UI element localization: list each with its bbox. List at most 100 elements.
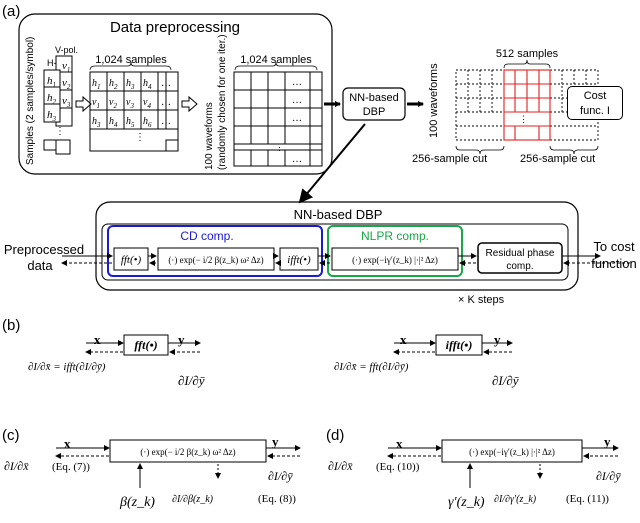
v-pol-label: V-pol. (55, 45, 78, 55)
b-left-y: y (178, 332, 185, 347)
panel-label-d: (d) (326, 427, 344, 444)
nlpr-exp-box[interactable] (331, 247, 459, 271)
cut-grid (455, 69, 599, 141)
svg-text:v4: v4 (143, 97, 151, 110)
d-gamma: γ′(z_k) (448, 495, 485, 510)
panel-label-b: (b) (2, 317, 20, 334)
matrix-2 (233, 71, 323, 167)
fft-label: fft(•) (121, 254, 142, 266)
nlpr-comp-box (327, 225, 463, 277)
ifft-box[interactable] (279, 247, 319, 271)
samples-brace-2 (234, 61, 318, 71)
c-beta: β(z_k) (119, 495, 155, 510)
nndbp-small-line2: DBP (363, 106, 386, 118)
matrix-2-ellipsis-2: … (292, 95, 302, 106)
svg-text:h1: h1 (92, 78, 101, 91)
random-rotated-label: (randomly chosen for one iter.) (217, 34, 228, 170)
cut-brace-right (549, 145, 599, 155)
c-dIdy: ∂I/∂ȳ (268, 469, 293, 483)
c-cd-expr: (·) exp(− i/2 β(z_k) ω² Δz) (140, 447, 235, 457)
svg-text:h3: h3 (126, 78, 135, 91)
b-left-x: x (94, 332, 101, 347)
hv-sample-columns (43, 55, 73, 155)
d-nlpr-expr: (·) exp(−iγ′(z_k) |·|² Δz) (469, 447, 555, 457)
waveforms-100-label: 100 waveforms (428, 63, 440, 138)
dbp-outer-box (95, 201, 579, 291)
preprocessing-box (18, 13, 333, 175)
samples-brace-1 (89, 61, 172, 71)
h1-label: h1 (47, 75, 56, 89)
v1-label: v1 (62, 60, 70, 74)
b-ifft-box[interactable] (435, 334, 483, 356)
matrix-2-ellipsis-1: … (292, 77, 302, 88)
cut-vdots: ⋮ (519, 114, 528, 124)
residual-line1: Residual phase (486, 248, 555, 259)
hollow-arrow-1 (75, 95, 92, 113)
matrix-1-labels: h1 h2 h3 h4 v1 v2 v3 v4 h3 h4 h5 h6 (92, 78, 152, 129)
dbp-inner-box (101, 223, 569, 281)
k-steps-label: × K steps (458, 294, 505, 306)
zoom-arrow (298, 123, 366, 204)
b-right-x: x (400, 332, 407, 347)
hv-vdots: ⋮ (55, 126, 65, 137)
v3-label: v3 (62, 95, 71, 109)
b-left-dIdy: ∂I/∂ȳ (178, 373, 205, 388)
d-dIdy: ∂I/∂ȳ (596, 469, 621, 483)
d-dIdx: ∂I/∂x̄ (328, 459, 353, 473)
d-y: y (604, 434, 611, 449)
matrix-1-vdots: ⋮ (135, 132, 145, 143)
svg-text:h2: h2 (109, 78, 118, 91)
residual-phase-box[interactable] (477, 242, 563, 274)
c-cd-box[interactable] (109, 439, 267, 463)
matrix-2-ellipsis-4: … (292, 154, 302, 165)
nndbp-small-box[interactable] (342, 87, 406, 121)
b-right-y: y (494, 332, 501, 347)
dbp-title: NN-based DBP (294, 207, 383, 222)
c-dIdx: ∂I/∂x̄ (4, 459, 29, 473)
waveforms-rotated-label: 100 waveforms (204, 102, 215, 170)
panel-label-a: (a) (2, 3, 20, 20)
b-right-dIdy: ∂I/∂ȳ (492, 373, 519, 388)
cost-function-box-html[interactable]: Cost func. I (567, 86, 623, 120)
c-eq8: (Eq. (8)) (258, 493, 296, 505)
d-dIdgamma: ∂I/∂γ′(z_k) (494, 494, 537, 505)
svg-text:h3: h3 (92, 116, 101, 129)
b-right-grad: ∂I/∂x̄ = fft(∂I/∂ȳ) (334, 361, 409, 373)
cut-left-label: 256-sample cut (412, 153, 487, 165)
nndbp-small-line1: NN-based (349, 92, 399, 104)
residual-line2: comp. (506, 261, 533, 272)
panel-label-c: (c) (2, 427, 20, 444)
samples-1024-label-2: 1,024 samples (240, 54, 312, 66)
ifft-label: ifft(•) (287, 254, 311, 266)
b-fft-box[interactable] (123, 334, 169, 356)
svg-text:h4: h4 (143, 78, 152, 91)
svg-text:v1: v1 (92, 97, 100, 110)
input-line1: Preprocessed (4, 242, 84, 257)
d-nlpr-box[interactable] (441, 439, 583, 463)
cd-comp-box (107, 225, 323, 277)
samples-1024-label-1: 1,024 samples (95, 54, 167, 66)
matrix-1-ellipsis-2: … (161, 97, 171, 108)
matrix-2-vdots: ⋮ (275, 142, 284, 152)
svg-text:h5: h5 (126, 116, 135, 129)
b-left-grad: ∂I/∂x̄ = ifft(∂I/∂ȳ) (28, 361, 106, 373)
cd-exp-box[interactable] (157, 247, 275, 271)
matrix-1 (89, 71, 179, 152)
cost-line2: func. I (580, 105, 610, 117)
svg-text:h4: h4 (109, 116, 118, 129)
samples-512-label: 512 samples (496, 48, 559, 60)
cut-right-label: 256-sample cut (520, 153, 595, 165)
hollow-arrow-2 (181, 95, 198, 113)
fft-box[interactable] (113, 247, 149, 271)
cost-line1: Cost (583, 90, 607, 102)
output-line2: function (591, 256, 637, 271)
c-eq7: (Eq. (7)) (52, 461, 90, 473)
matrix-2-ellipsis-3: … (292, 113, 302, 124)
h2-label: h2 (47, 92, 57, 106)
matrix-1-ellipsis-3: … (161, 116, 171, 127)
d-eq11: (Eq. (11)) (566, 493, 609, 505)
d-eq10: (Eq. (10)) (376, 461, 420, 473)
nlpr-exp-label: (·) exp(−iγ′(z_k) |·|² Δz) (352, 255, 438, 265)
